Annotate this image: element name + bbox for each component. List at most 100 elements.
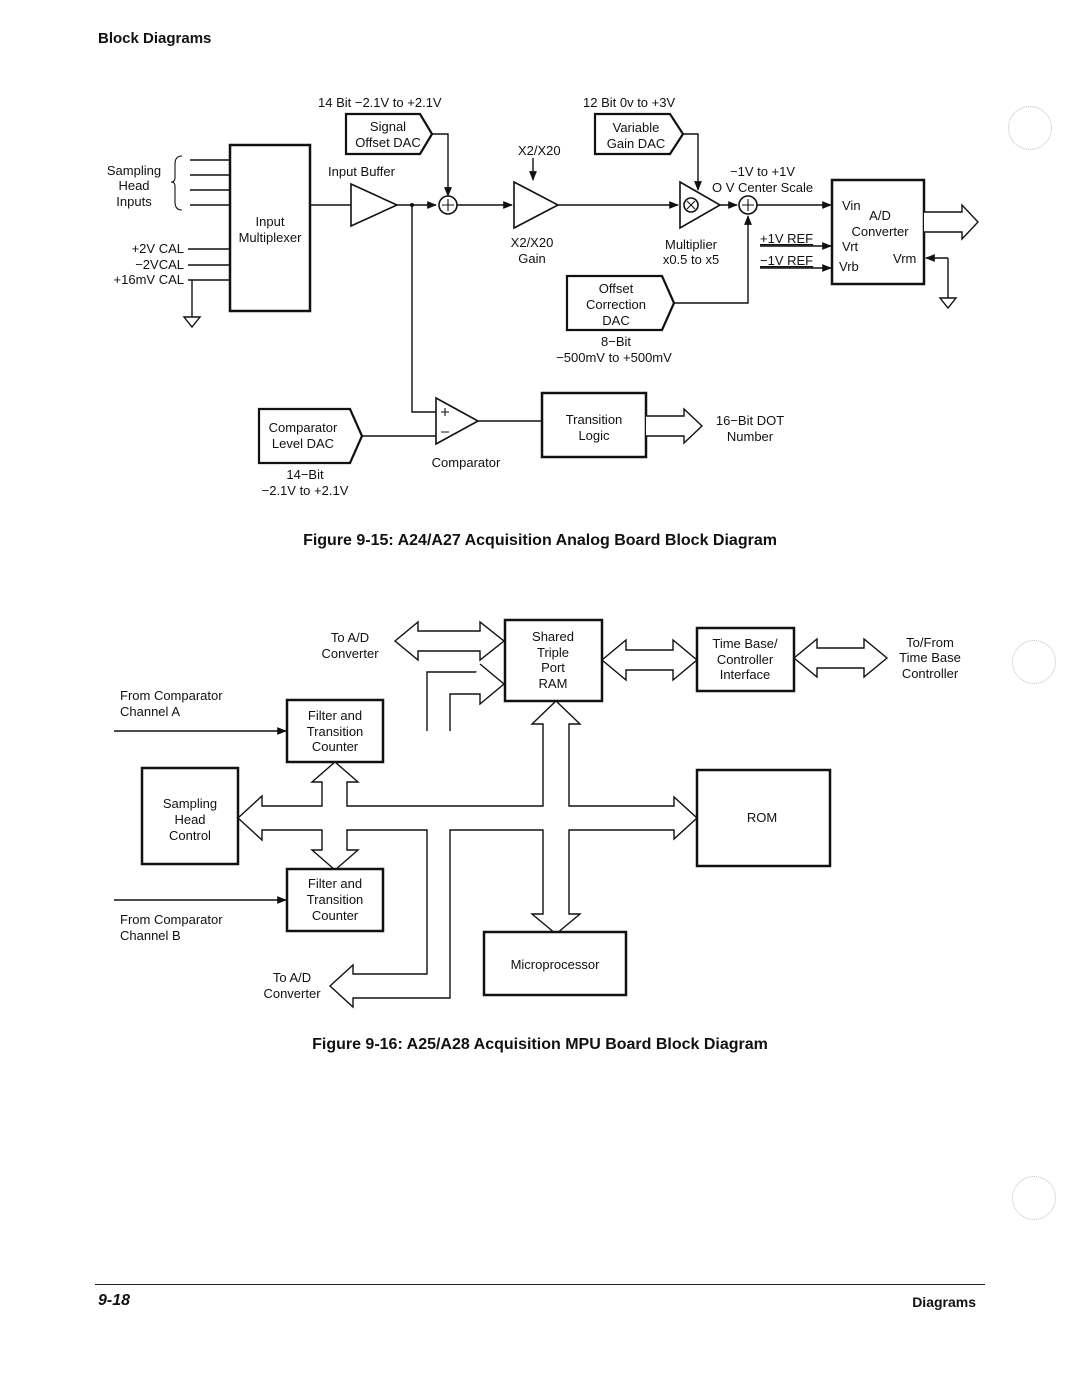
offset-range-label: 8−Bit xyxy=(601,334,631,349)
shared-ram-label: Port xyxy=(541,660,565,675)
sampling-head-control-label: Head xyxy=(174,812,205,827)
ad-vin-label: Vin xyxy=(842,198,861,213)
time-base-controller-label: Time Base/ xyxy=(712,636,778,651)
bus-line xyxy=(426,671,480,731)
center-scale-label: O V Center Scale xyxy=(712,180,813,195)
double-arrow-bus xyxy=(393,620,506,662)
multiplier-block xyxy=(679,180,722,230)
range-12bit-label: 12 Bit 0v to +3V xyxy=(583,95,675,110)
offset-correction-dac xyxy=(565,274,676,332)
section-header: Block Diagrams xyxy=(98,30,212,47)
to-ad-top-label: To A/D xyxy=(331,630,369,645)
ad-vrb-label: Vrb xyxy=(839,259,859,274)
to-from-tb-label: Controller xyxy=(902,666,959,681)
punch-hole xyxy=(1012,1176,1056,1220)
comparator-level-dac xyxy=(257,407,364,465)
figure-9-16: To A/D Converter Shared Triple Port RAM … xyxy=(114,618,961,1009)
transition-logic-label: Transition xyxy=(566,412,623,427)
comparator-label: Comparator xyxy=(432,455,501,470)
filter-counter-a-label: Counter xyxy=(312,739,359,754)
sampling-head-control-label: Sampling xyxy=(163,796,217,811)
from-comp-b-label: From Comparator xyxy=(120,912,223,927)
dot-number-label: 16−Bit DOT xyxy=(716,413,784,428)
variable-gain-dac xyxy=(593,112,685,156)
shared-ram-block xyxy=(503,618,604,703)
filter-counter-a-label: Filter and xyxy=(308,708,362,723)
x2x20-gain-amp xyxy=(513,180,560,230)
double-arrow-bus xyxy=(600,638,699,682)
cal-input-label: −2VCAL xyxy=(135,257,184,272)
dot-number-label: Number xyxy=(727,429,774,444)
from-comp-a-label: From Comparator xyxy=(120,688,223,703)
signal-offset-dac-label: Offset DAC xyxy=(355,135,421,150)
offset-range-label: −500mV to +500mV xyxy=(556,350,672,365)
rom-label: ROM xyxy=(747,810,777,825)
from-comp-a-label: Channel A xyxy=(120,704,180,719)
ref-minus-label: −1V REF xyxy=(760,253,813,268)
sampling-head-control-label: Control xyxy=(169,828,211,843)
range-14bit-label: 14 Bit −2.1V to +2.1V xyxy=(318,95,442,110)
output-bus-arrow xyxy=(646,407,704,445)
plus-sign xyxy=(442,199,454,211)
ground-symbol xyxy=(182,316,202,329)
multiplier-label: Multiplier xyxy=(665,237,718,252)
shared-ram-label: RAM xyxy=(539,676,568,691)
x2x20-top-label: X2/X20 xyxy=(518,143,561,158)
comparator-range-label: 14−Bit xyxy=(286,467,324,482)
from-comp-b-label: Channel B xyxy=(120,928,181,943)
time-base-controller-label: Interface xyxy=(720,667,771,682)
offset-correction-dac-label: Offset xyxy=(599,281,634,296)
input-lines xyxy=(190,159,230,206)
shared-ram-label: Shared xyxy=(532,629,574,644)
brace xyxy=(170,155,183,211)
figure-9-15: 14 Bit −2.1V to +2.1V 12 Bit 0v to +3V S… xyxy=(107,95,979,498)
connector-line xyxy=(432,133,452,197)
connector-line xyxy=(683,133,702,191)
multiplier-label: x0.5 to x5 xyxy=(663,252,719,267)
filter-counter-b-label: Counter xyxy=(312,908,359,923)
filter-counter-b-label: Filter and xyxy=(308,876,362,891)
filter-counter-b-block xyxy=(285,867,385,933)
input-buffer-amp xyxy=(350,182,399,228)
signal-offset-dac xyxy=(344,112,434,156)
cal-lines xyxy=(188,248,230,281)
filter-counter-a-block xyxy=(285,698,385,764)
input-multiplexer-block xyxy=(228,143,312,313)
x2x20-gain-label: Gain xyxy=(518,251,545,266)
sampling-head-control-block xyxy=(140,766,240,866)
input-multiplexer-label: Multiplexer xyxy=(239,230,303,245)
figure-9-15-caption: Figure 9-15: A24/A27 Acquisition Analog … xyxy=(303,532,777,549)
sampling-head-inputs-label: Head xyxy=(118,178,149,193)
punch-hole xyxy=(1008,106,1052,150)
rom-block xyxy=(695,768,832,868)
output-bus-arrow xyxy=(924,203,979,241)
central-bus xyxy=(236,700,699,1009)
comparator-level-dac-label: Level DAC xyxy=(272,436,334,451)
ad-converter-block xyxy=(830,178,926,286)
footer-section: Diagrams xyxy=(912,1294,976,1310)
ground-symbol xyxy=(938,297,958,310)
punch-hole xyxy=(1012,640,1056,684)
multiply-sign xyxy=(686,200,696,210)
comparator-level-dac-label: Comparator xyxy=(269,420,338,435)
input-buffer-label: Input Buffer xyxy=(328,164,396,179)
sampling-head-inputs-label: Sampling xyxy=(107,163,161,178)
to-ad-top-label: Converter xyxy=(321,646,379,661)
ad-converter-label: Converter xyxy=(851,224,909,239)
variable-gain-dac-label: Gain DAC xyxy=(607,136,666,151)
to-ad-bottom-label: To A/D xyxy=(273,970,311,985)
cal-input-label: +16mV CAL xyxy=(114,272,184,287)
input-multiplexer-label: Input xyxy=(256,214,285,229)
ad-vrt-label: Vrt xyxy=(842,239,859,254)
ad-converter-label: A/D xyxy=(869,208,891,223)
time-base-controller-label: Controller xyxy=(717,652,774,667)
figure-9-16-caption: Figure 9-16: A25/A28 Acquisition MPU Boa… xyxy=(312,1036,768,1053)
connector-line xyxy=(411,205,436,413)
center-scale-label: −1V to +1V xyxy=(730,164,795,179)
bus-arrow xyxy=(449,663,506,731)
ref-plus-label: +1V REF xyxy=(760,231,813,246)
transition-logic-label: Logic xyxy=(578,428,610,443)
filter-counter-a-label: Transition xyxy=(307,724,364,739)
plus-sign xyxy=(742,199,754,211)
signal-offset-dac-label: Signal xyxy=(370,119,406,134)
